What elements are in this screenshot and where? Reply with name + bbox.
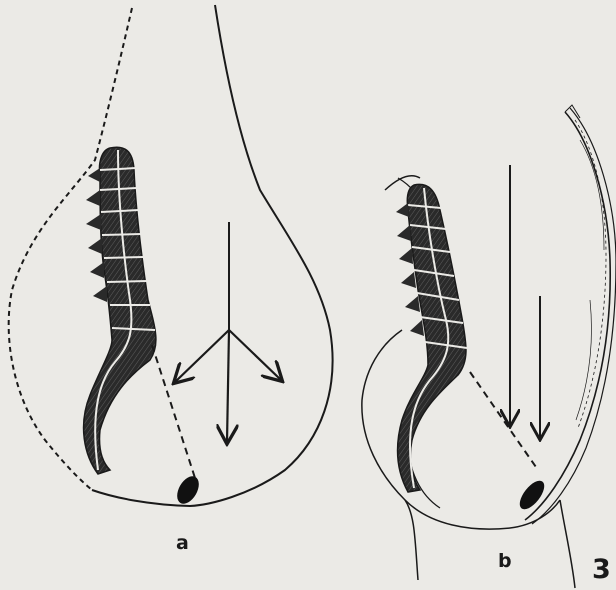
panel-a-label: a xyxy=(176,534,189,553)
panel-b-spine-icon xyxy=(396,184,467,492)
panel-b-thigh-outline xyxy=(560,500,575,588)
figure-number: 3 xyxy=(592,556,611,583)
force-direction-arrow-icon xyxy=(175,330,229,382)
panel-b-fetal-head xyxy=(515,477,549,514)
panel-b-force-arrows xyxy=(510,165,540,438)
force-direction-arrow-icon xyxy=(227,330,229,442)
panel-a-force-arrows xyxy=(175,222,281,442)
panel-b-belly-outline xyxy=(405,500,560,529)
panel-a-spine-icon xyxy=(84,147,156,474)
panel-a-fetal-head xyxy=(173,473,204,508)
force-direction-arrow-icon xyxy=(229,330,281,380)
panel-b xyxy=(362,105,616,588)
panel-a xyxy=(9,5,333,507)
panel-a-axis-dashed xyxy=(152,345,195,478)
panel-b-label: b xyxy=(498,552,512,571)
panel-b-abdominal-wall xyxy=(525,105,616,524)
panel-b-axis-dashed xyxy=(470,372,538,470)
